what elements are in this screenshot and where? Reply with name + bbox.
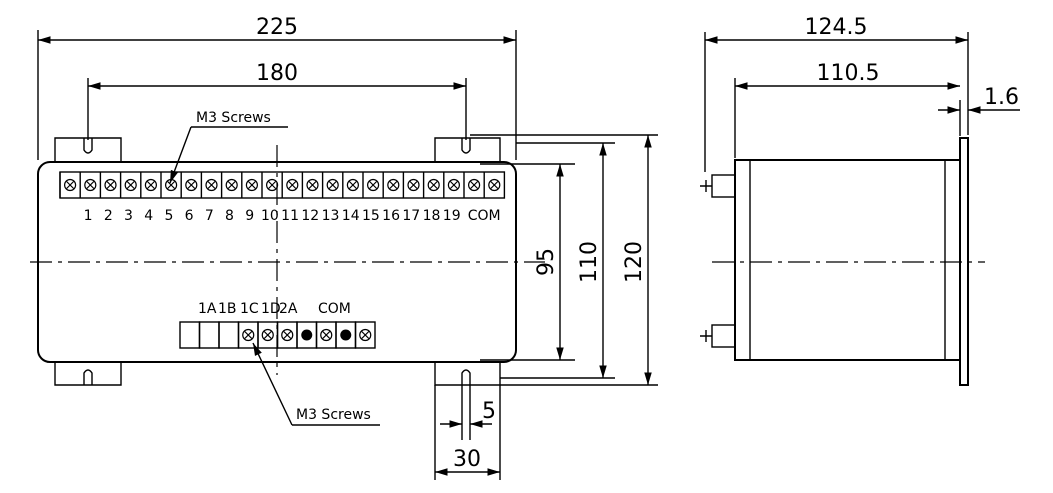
terminal-label-17: 17 [402, 208, 420, 224]
terminal-label-3: 3 [124, 208, 133, 224]
terminal-label-2: 2 [104, 208, 113, 224]
lower-screw [281, 328, 294, 342]
terminal-label-lower-com: COM [318, 301, 351, 317]
terminal-label-11: 11 [281, 208, 299, 224]
terminal-label-1A: 1A [198, 301, 217, 317]
upper-screw [124, 178, 137, 192]
upper-screw [427, 178, 440, 192]
upper-screw [468, 178, 481, 192]
upper-screw [488, 178, 501, 192]
dim-height-120: 120 [622, 241, 647, 283]
upper-screw [225, 178, 238, 192]
terminal-label-12: 12 [301, 208, 319, 224]
dim-foot-width: 30 [453, 447, 481, 472]
terminal-label-1D: 1D [261, 301, 281, 317]
dim-panel-thickness: 1.6 [984, 85, 1019, 110]
terminal-label-4: 4 [144, 208, 153, 224]
top-left-foot [54, 137, 122, 162]
terminal-label-com: COM [468, 208, 501, 224]
dim-depth-body: 110.5 [817, 61, 880, 86]
upper-screw [185, 178, 198, 192]
terminal-label-5: 5 [164, 208, 173, 224]
upper-screw [306, 178, 319, 192]
upper-screw [84, 178, 97, 192]
lower-screw [359, 328, 372, 342]
top-right-foot [434, 137, 501, 162]
upper-screw [144, 178, 157, 192]
terminal-label-18: 18 [423, 208, 441, 224]
upper-screw [104, 178, 117, 192]
upper-terminal-block [59, 171, 506, 199]
lower-screw-filled [340, 329, 352, 341]
lower-screw [261, 328, 274, 342]
dim-slot-width: 5 [482, 399, 496, 424]
upper-screw [387, 178, 400, 192]
upper-screw [407, 178, 420, 192]
upper-screw [63, 178, 77, 192]
terminal-label-1C: 1C [240, 301, 259, 317]
m3-screws-label-lower: M3 Screws [296, 407, 371, 423]
upper-screw [447, 178, 460, 192]
terminal-label-8: 8 [225, 208, 234, 224]
terminal-label-2A: 2A [279, 301, 298, 317]
terminal-label-1B: 1B [218, 301, 237, 317]
terminal-label-19: 19 [443, 208, 461, 224]
dim-mount-spacing: 180 [256, 61, 298, 86]
m3-screws-label-upper: M3 Screws [196, 110, 271, 126]
terminal-label-9: 9 [245, 208, 254, 224]
terminal-label-15: 15 [362, 208, 380, 224]
terminal-label-16: 16 [382, 208, 400, 224]
lower-screw-filled [301, 329, 313, 341]
dim-overall-width: 225 [256, 15, 298, 40]
side-view: 124.5 110.5 1.6 [700, 15, 1020, 386]
dim-depth-total: 124.5 [805, 15, 868, 40]
bottom-left-foot [54, 362, 122, 386]
side-body [734, 159, 961, 361]
bottom-right-foot [434, 362, 501, 386]
terminal-label-13: 13 [322, 208, 340, 224]
upper-screw [245, 178, 258, 192]
upper-screw [367, 178, 380, 192]
lower-terminal-labels: 1A 1B 1C 1D 2A COM [198, 301, 351, 317]
terminal-label-14: 14 [342, 208, 360, 224]
upper-screw [266, 178, 279, 192]
dim-height-95: 95 [534, 248, 559, 276]
terminal-label-7: 7 [205, 208, 214, 224]
lower-screw [242, 328, 255, 342]
terminal-label-1: 1 [84, 208, 93, 224]
dim-height-110: 110 [577, 241, 602, 283]
upper-screw [346, 178, 359, 192]
upper-screw [326, 178, 339, 192]
upper-screw [286, 178, 299, 192]
lower-screw [320, 328, 333, 342]
terminal-label-6: 6 [185, 208, 194, 224]
terminal-label-10: 10 [261, 208, 279, 224]
upper-screw [205, 178, 218, 192]
